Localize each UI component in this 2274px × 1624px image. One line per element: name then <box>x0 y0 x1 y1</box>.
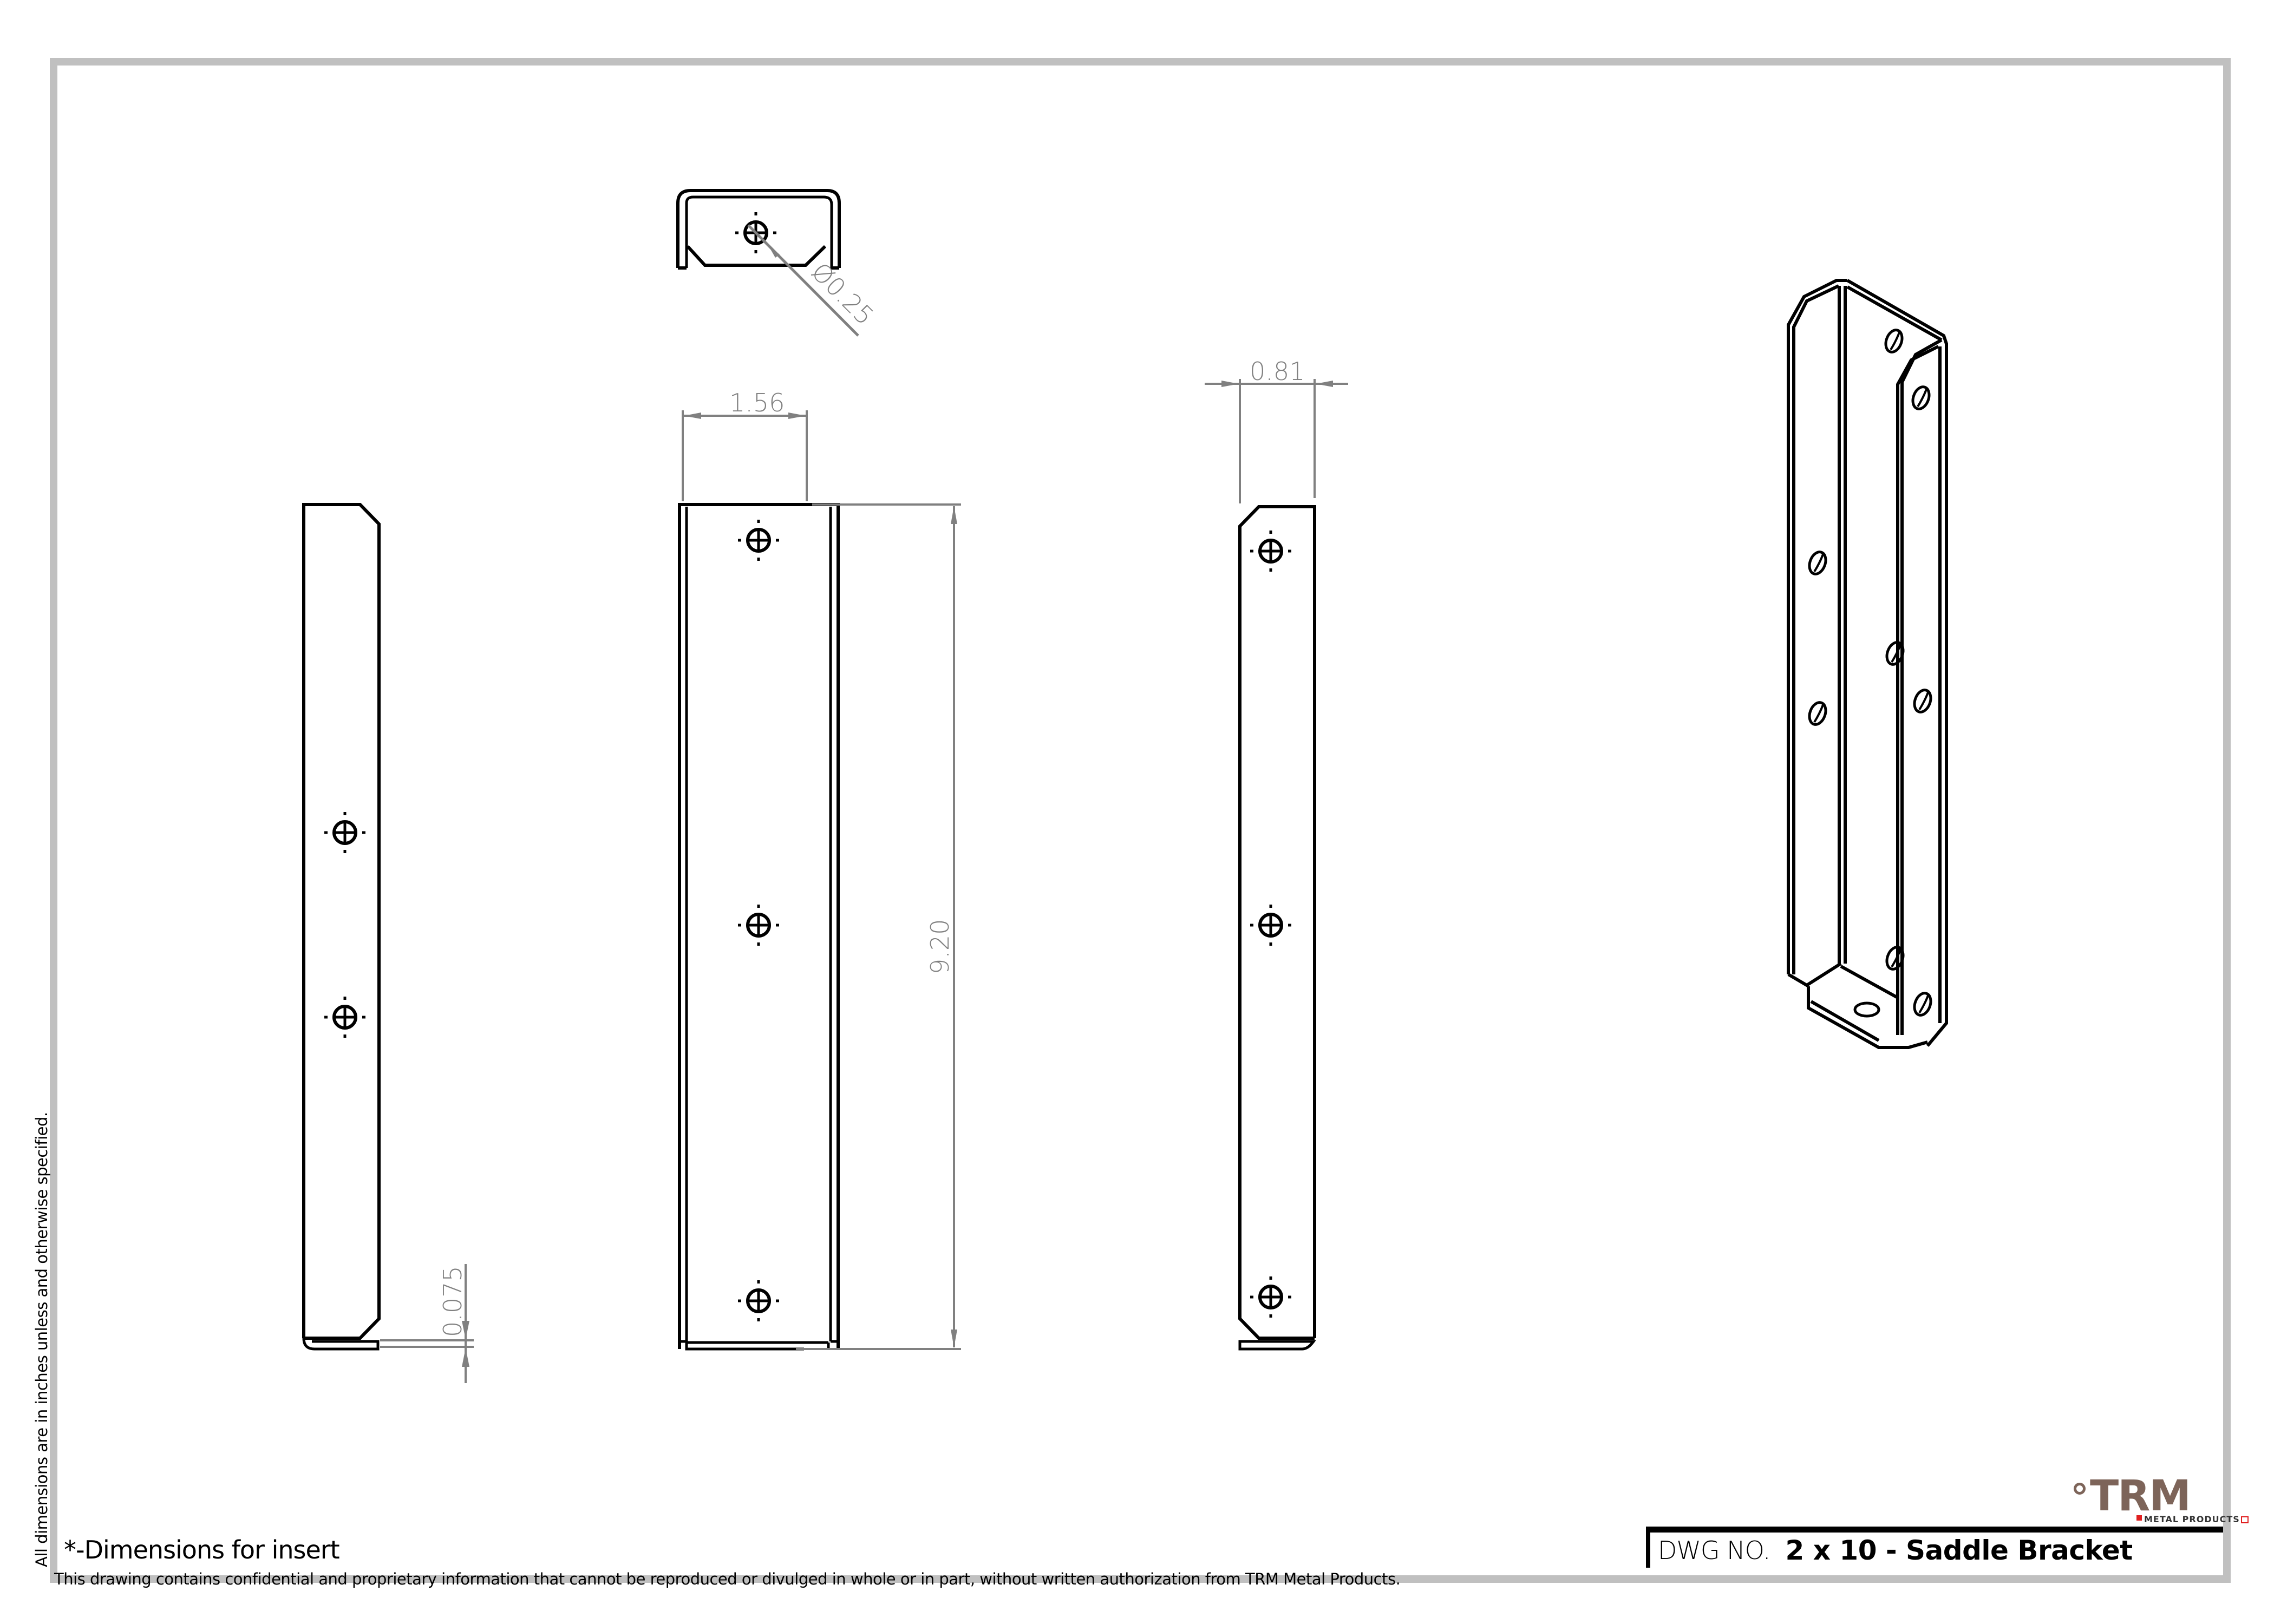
isometric-view <box>1787 279 1948 1049</box>
iso-hole-icon <box>1807 549 1829 576</box>
hole-symbol-icon <box>324 997 365 1038</box>
iso-hole-icon <box>1912 991 1934 1017</box>
logo-accent-icon <box>2136 1515 2142 1521</box>
left-side-view: 0.075 <box>302 503 474 1383</box>
top-view: Ø0.25 <box>676 189 879 337</box>
title-block: DWG NO. 2 x 10 - Saddle Bracket <box>1646 1527 2223 1568</box>
insert-dimensions-note: *-Dimensions for insert <box>64 1535 340 1564</box>
dim-width: 1.56 <box>729 388 785 417</box>
hole-symbol-icon <box>738 520 779 561</box>
trm-logo: TRM METAL PRODUCTS <box>2074 1472 2239 1527</box>
iso-hole-icon <box>1910 384 1932 411</box>
hole-symbol-icon <box>738 905 779 946</box>
hole-symbol-icon <box>1250 531 1291 572</box>
iso-hole-icon <box>1883 328 1905 354</box>
logo-mark: TRM <box>2090 1472 2191 1521</box>
right-side-view: 0.81 <box>1205 357 1348 1351</box>
drawing-frame <box>50 58 2231 1583</box>
dim-thickness: 0.075 <box>438 1266 467 1337</box>
iso-hole-icon <box>1807 700 1829 726</box>
hole-symbol-icon <box>738 1280 779 1321</box>
dim-height: 9.20 <box>925 919 955 974</box>
hole-symbol-icon <box>1250 905 1291 946</box>
confidentiality-notice: This drawing contains confidential and p… <box>54 1570 1401 1588</box>
units-note: All dimensions are in inches unless and … <box>32 1112 51 1567</box>
dim-flange-depth: 0.81 <box>1250 357 1305 386</box>
dwg-number-label: DWG NO. <box>1658 1535 1771 1565</box>
logo-subtitle: METAL PRODUCTS <box>2144 1514 2249 1524</box>
iso-hole-icon <box>1912 687 1934 714</box>
dwg-number-value: 2 x 10 - Saddle Bracket <box>1785 1534 2133 1566</box>
hole-symbol-icon <box>324 812 365 853</box>
front-view: 1.56 9.20 <box>678 388 961 1351</box>
hole-symbol-icon <box>1250 1276 1291 1318</box>
logo-ring-icon <box>2074 1483 2086 1495</box>
